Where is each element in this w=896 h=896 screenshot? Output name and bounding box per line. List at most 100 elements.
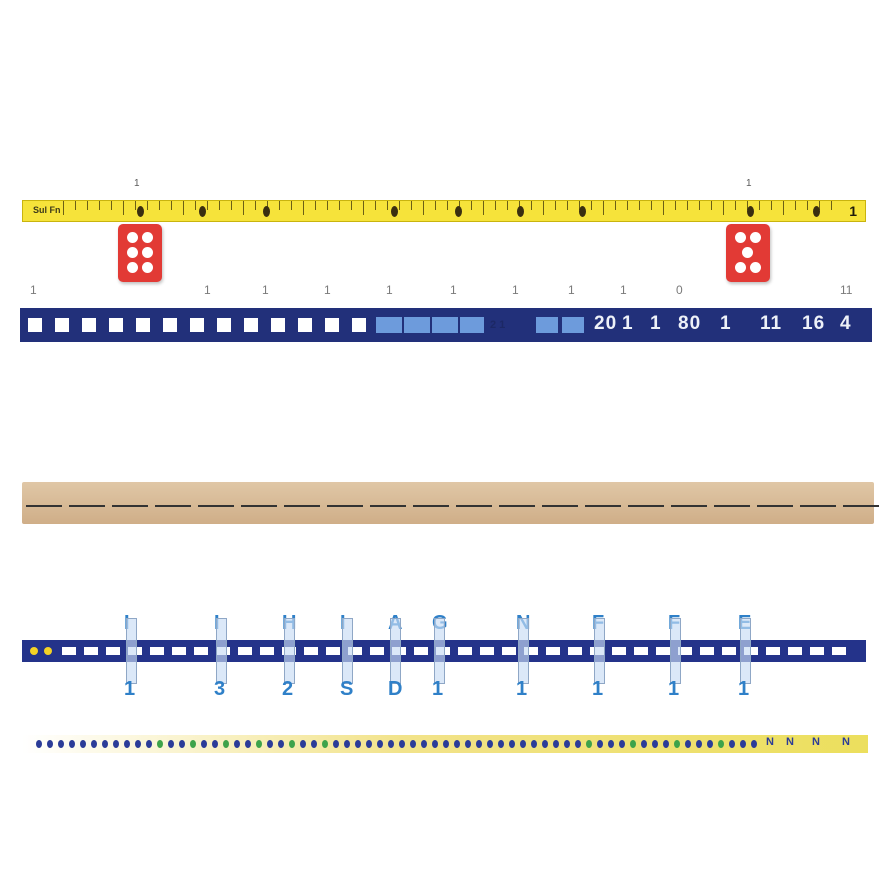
dotted-ruler-dot [36, 740, 42, 748]
tape-end-value: 1 [849, 203, 857, 219]
tape-dot [137, 206, 144, 217]
dotted-ruler-dot [366, 740, 372, 748]
marker-ruler-segment [326, 647, 340, 655]
die-pip [127, 232, 138, 243]
dotted-ruler-dot [234, 740, 240, 748]
dotted-ruler-dot [476, 740, 482, 748]
tan-dash [456, 505, 492, 507]
tape-tick [435, 201, 436, 210]
dotted-ruler-dot [58, 740, 64, 748]
tape-tick [507, 201, 508, 210]
dotted-ruler-dot [388, 740, 394, 748]
marker-ruler-segment [172, 647, 186, 655]
tan-dash [370, 505, 406, 507]
marker-ruler-segment [414, 647, 428, 655]
dotted-ruler-dot [674, 740, 680, 748]
marker-ruler-segment [370, 647, 384, 655]
tape-tick [339, 201, 340, 210]
dotted-ruler-dot [256, 740, 262, 748]
marker-pin [740, 618, 751, 684]
navy-number: 11 [760, 313, 783, 334]
tape-tick [639, 201, 640, 210]
tape-dot [199, 206, 206, 217]
tape-tick [243, 201, 244, 215]
dotted-ruler-dot [212, 740, 218, 748]
marker-ruler-segment [678, 647, 692, 655]
navy-cell [244, 318, 258, 332]
tape-tick [591, 201, 592, 210]
marker-ruler-segment [458, 647, 472, 655]
tan-dash [843, 505, 879, 507]
tan-dash [327, 505, 363, 507]
tape-tick [759, 201, 760, 210]
tape-tick [819, 201, 820, 210]
die-pip [127, 247, 138, 258]
dotted-ruler-dot [124, 740, 130, 748]
tape-tick [207, 201, 208, 210]
dotted-ruler-dot [608, 740, 614, 748]
navy-cell [325, 318, 339, 332]
navy-ruler-middle-label: 2 1 [490, 319, 506, 331]
navy-cell [28, 318, 42, 332]
dotted-ruler-dot [421, 740, 427, 748]
marker-pin [284, 618, 295, 684]
tape-tick [531, 201, 532, 210]
tape-tick [783, 201, 784, 215]
marker-ruler-segment [62, 647, 76, 655]
tape-tick [711, 201, 712, 210]
marker-ruler-dot [30, 647, 38, 655]
tan-dash [714, 505, 750, 507]
tape-tick [447, 201, 448, 210]
navy-scale-label: 1 [30, 283, 37, 297]
marker-number: 1 [516, 678, 528, 700]
tape-tick [423, 201, 424, 215]
dotted-ruler-dot [564, 740, 570, 748]
tape-tick [651, 201, 652, 210]
navy-cell [109, 318, 123, 332]
die-pip [142, 232, 153, 243]
dotted-ruler-dot [91, 740, 97, 748]
marker-ruler-segment [524, 647, 538, 655]
dotted-ruler-dot [542, 740, 548, 748]
navy-cell [217, 318, 231, 332]
tan-dash [26, 505, 62, 507]
dotted-ruler-dot [498, 740, 504, 748]
tan-dash [671, 505, 707, 507]
navy-scale-label: 0 [676, 283, 683, 297]
dotted-ruler-dot [47, 740, 53, 748]
dotted-ruler-dot [135, 740, 141, 748]
die-pip [142, 262, 153, 273]
marker-pin [126, 618, 137, 684]
tape-label: Sul Fn [33, 205, 61, 215]
tan-dash [198, 505, 234, 507]
dotted-ruler-dot [630, 740, 636, 748]
tape-tick [747, 201, 748, 210]
tan-dash [112, 505, 148, 507]
tape-tick [123, 201, 124, 215]
marker-ruler-dot [44, 647, 52, 655]
tape-tick [195, 201, 196, 210]
dotted-ruler-dot [278, 740, 284, 748]
marker-ruler-segment [84, 647, 98, 655]
pin-label-left: 1 [134, 178, 140, 189]
navy-cell [298, 318, 312, 332]
dotted-ruler-dot [399, 740, 405, 748]
tape-dot [517, 206, 524, 217]
marker-ruler-segment [700, 647, 714, 655]
dotted-ruler-dot [718, 740, 724, 748]
die-five [726, 224, 770, 282]
navy-block [562, 317, 584, 333]
tape-tick [279, 201, 280, 210]
navy-number: 16 [802, 313, 826, 334]
die-pip [742, 247, 753, 258]
tape-tick [483, 201, 484, 215]
marker-pin [342, 618, 353, 684]
tape-tick [303, 201, 304, 215]
navy-cell [55, 318, 69, 332]
tan-dash [241, 505, 277, 507]
tape-tick [555, 201, 556, 210]
dotted-ruler-dot [300, 740, 306, 748]
dotted-ruler-dot [157, 740, 163, 748]
dotted-ruler-label: N [812, 736, 820, 748]
tape-tick [183, 201, 184, 215]
